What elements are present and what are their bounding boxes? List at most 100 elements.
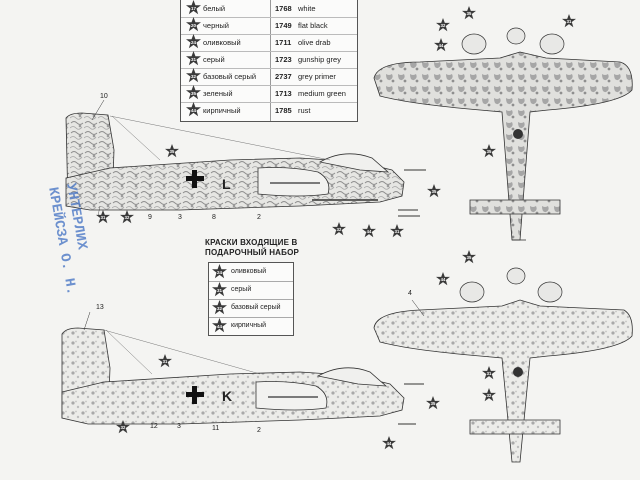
paint-star-icon: 35	[186, 85, 201, 100]
legend-row: 24 оливковый 1711 olive drab	[181, 34, 357, 52]
gift-ru: базовый серый	[231, 304, 281, 311]
legend-divider	[270, 0, 271, 121]
paint-callout-star-icon: 31	[390, 224, 404, 238]
legend-en: medium green	[298, 89, 346, 98]
svg-text:17: 17	[191, 6, 197, 11]
svg-text:35: 35	[467, 255, 472, 260]
legend-code: 2737	[275, 72, 292, 81]
gift-row: 24 оливковый	[209, 263, 293, 282]
paint-star-icon: 20	[186, 17, 201, 32]
gift-row: 31 серый	[209, 281, 293, 300]
legend-ru: кирпичный	[203, 106, 241, 115]
legend-en: flat black	[298, 21, 328, 30]
paint-star-icon: 24	[186, 34, 201, 49]
paint-star-icon: 32	[212, 300, 227, 315]
paint-callout-star-icon: 44	[382, 436, 396, 450]
legend-en: white	[298, 4, 316, 13]
legend-code: 1768	[275, 4, 292, 13]
paint-callout-star-icon: 31	[158, 354, 172, 368]
paint-callout-star-icon: 32	[116, 420, 130, 434]
svg-text:24: 24	[191, 40, 197, 45]
lower-side-profile	[61, 311, 424, 425]
gift-set-table: 24 оливковый 31 серый 32 базовый серый 4…	[208, 262, 294, 336]
upper-plan-view	[373, 27, 633, 241]
balkenkreuz-lower	[186, 386, 204, 404]
svg-text:32: 32	[487, 393, 492, 398]
svg-text:31: 31	[101, 215, 106, 220]
gift-ru: кирпичный	[231, 322, 267, 329]
blue-stamp: УНТЕРЛИХ КРЕЙСЗА О. Н.	[38, 178, 89, 308]
paint-star-icon: 31	[212, 282, 227, 297]
paint-callout-star-icon: 44	[362, 224, 376, 238]
gift-ru: серый	[231, 286, 252, 293]
lower-plan-view	[373, 267, 633, 463]
legend-code: 1749	[275, 21, 292, 30]
part-number: 3	[178, 214, 182, 221]
paint-callout-star-icon: 35	[462, 6, 476, 20]
gift-ru: оливковый	[231, 268, 267, 275]
paint-callout-star-icon: 35	[482, 144, 496, 158]
svg-text:31: 31	[395, 229, 400, 234]
part-number: 9	[148, 214, 152, 221]
paint-callout-star-icon: 35	[462, 250, 476, 264]
paint-legend: 17 белый 1768 white 20 черный 1749 flat …	[180, 0, 358, 122]
paint-callout-star-icon: 35	[427, 184, 441, 198]
svg-text:32: 32	[337, 227, 342, 232]
svg-text:35: 35	[170, 149, 175, 154]
svg-text:32: 32	[191, 74, 197, 79]
legend-en: rust	[298, 106, 311, 115]
legend-row: 31 серый 1723 gunship grey	[181, 51, 357, 69]
part-number: 4	[408, 290, 412, 297]
part-number: 11	[212, 425, 220, 432]
paint-callout-star-icon: 31	[562, 14, 576, 28]
paint-callout-star-icon: 31	[482, 366, 496, 380]
code-letter-upper: L	[222, 176, 231, 192]
svg-text:44: 44	[217, 324, 223, 329]
svg-text:44: 44	[439, 43, 444, 48]
svg-text:35: 35	[487, 149, 492, 154]
paint-callout-star-icon: 35	[165, 144, 179, 158]
paint-callout-star-icon: 35	[426, 396, 440, 410]
svg-text:24: 24	[217, 270, 223, 275]
paint-callout-star-icon: 44	[436, 272, 450, 286]
svg-text:44: 44	[191, 108, 197, 113]
svg-text:35: 35	[431, 401, 436, 406]
part-number: 10	[100, 93, 108, 100]
legend-row: 44 кирпичный 1785 rust	[181, 102, 357, 119]
legend-ru: оливковый	[203, 38, 241, 47]
svg-text:44: 44	[441, 277, 446, 282]
svg-text:31: 31	[163, 359, 168, 364]
part-number: 8	[212, 214, 216, 221]
svg-text:31: 31	[487, 371, 492, 376]
legend-row: 20 черный 1749 flat black	[181, 17, 357, 35]
svg-text:35: 35	[467, 11, 472, 16]
legend-row: 17 белый 1768 white	[181, 0, 357, 18]
paint-star-icon: 17	[186, 0, 201, 15]
legend-en: olive drab	[298, 38, 331, 47]
part-number: 12	[150, 423, 158, 430]
svg-text:32: 32	[217, 306, 223, 311]
gift-set-title: КРАСКИ ВХОДЯЩИЕ В ПОДАРОЧНЫЙ НАБОР	[205, 238, 300, 257]
paint-star-icon: 32	[186, 68, 201, 83]
legend-ru: базовый серый	[203, 72, 257, 81]
paint-callout-star-icon: 44	[434, 38, 448, 52]
paint-star-icon: 24	[212, 264, 227, 279]
svg-text:44: 44	[367, 229, 372, 234]
part-number: 3	[177, 423, 181, 430]
part-number: 2	[257, 214, 261, 221]
paint-callout-star-icon: 32	[482, 388, 496, 402]
svg-text:32: 32	[441, 23, 446, 28]
svg-text:20: 20	[191, 23, 197, 28]
upper-side-profile	[65, 99, 426, 217]
legend-ru: белый	[203, 4, 226, 13]
svg-text:31: 31	[191, 57, 197, 62]
legend-ru: серый	[203, 55, 225, 64]
paint-callout-star-icon: 32	[436, 18, 450, 32]
gift-row: 32 базовый серый	[209, 299, 293, 318]
paint-star-icon: 44	[186, 102, 201, 117]
legend-row: 32 базовый серый 2737 grey primer	[181, 68, 357, 86]
paint-star-icon: 44	[212, 318, 227, 333]
part-number: 2	[257, 427, 261, 434]
svg-text:31: 31	[217, 288, 223, 293]
